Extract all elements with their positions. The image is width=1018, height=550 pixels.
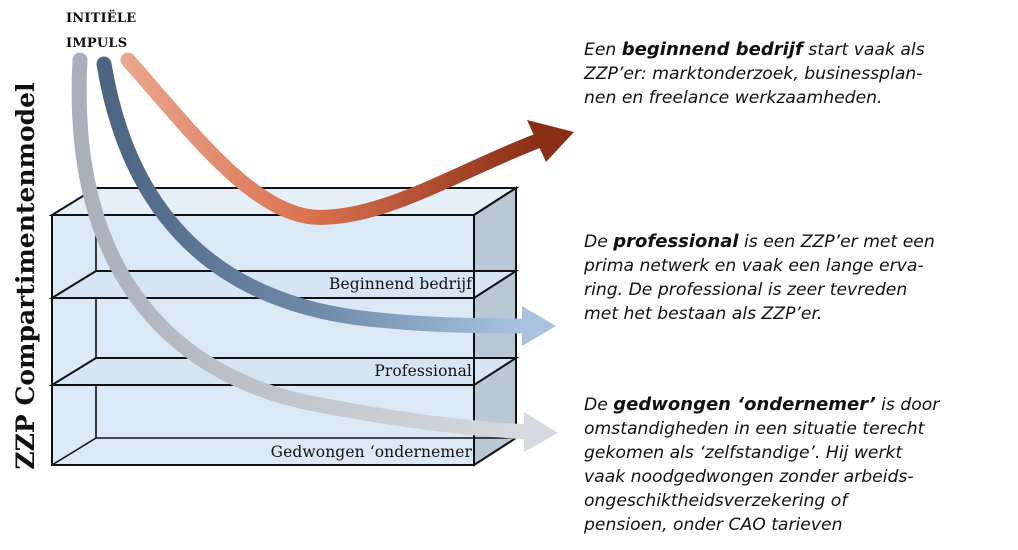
- impulse-label-line-1: INITIËLE: [66, 11, 137, 26]
- desc-line: met het bestaan als ZZP’er.: [584, 304, 823, 324]
- arrow-professional-head: [522, 306, 556, 346]
- desc-line: ZZP’er: marktonderzoek, businessplan-: [584, 64, 923, 84]
- compartment-label-gedwongen: Gedwongen ‘ondernemer: [270, 443, 472, 461]
- desc-line: prima netwerk en vaak een lange erva-: [584, 256, 924, 276]
- desc-line: vaak noodgedwongen zonder arbeids-: [584, 467, 914, 487]
- desc-line: ring. De professional is zeer tevreden: [584, 280, 908, 300]
- description-gedwongen: De gedwongen ‘ondernemer’ is door omstan…: [584, 393, 1014, 537]
- desc-line: Een beginnend bedrijf start vaak als: [584, 39, 925, 60]
- impulse-label-line-2: IMPULS: [66, 36, 128, 51]
- desc-line: De gedwongen ‘ondernemer’ is door: [584, 394, 940, 415]
- arrow-professional: [96, 56, 534, 334]
- desc-line: gekomen als ‘zelfstandige’. Hij werkt: [584, 443, 903, 463]
- shelf-1: [48, 270, 520, 299]
- shelf-2: [48, 357, 520, 386]
- arrow-gedwongen-head: [524, 412, 558, 452]
- desc-line: De professional is een ZZP’er met een: [584, 231, 935, 252]
- description-beginnend: Een beginnend bedrijf start vaak als ZZP…: [584, 38, 1014, 110]
- compartment-label-beginnend: Beginnend bedrijf: [328, 275, 472, 293]
- arrow-beginnend-head: [527, 120, 574, 162]
- box-bottom-left-edge: [51, 437, 97, 466]
- description-professional: De professional is een ZZP’er met een pr…: [584, 230, 1014, 326]
- desc-line: ongeschiktheidsverzekering of: [584, 491, 848, 511]
- desc-line: pensioen, onder CAO tarieven: [584, 515, 843, 535]
- desc-line: omstandigheden in een situatie terecht: [584, 419, 925, 439]
- arrow-beginnend: [120, 52, 548, 225]
- initial-impulse-label: INITIËLE IMPULS: [66, 6, 136, 56]
- compartment-label-professional: Professional: [374, 362, 472, 380]
- arrow-gedwongen: [71, 52, 536, 440]
- desc-line: nen en freelance werkzaamheden.: [584, 88, 883, 108]
